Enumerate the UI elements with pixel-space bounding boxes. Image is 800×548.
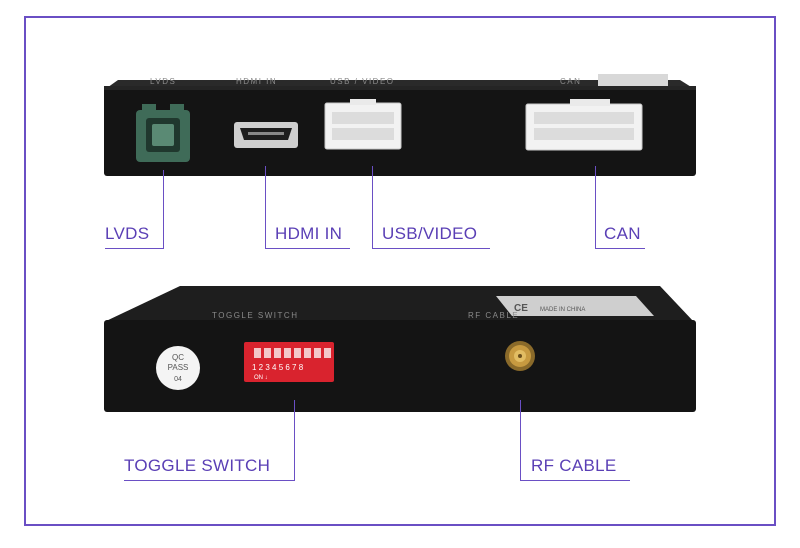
top-print-usb: USB / VIDEO bbox=[330, 77, 395, 86]
usb-video-connector bbox=[324, 99, 402, 150]
rf-sma-connector bbox=[505, 341, 535, 371]
hdmi-leader-line bbox=[265, 166, 266, 248]
hdmi-underline bbox=[265, 248, 350, 249]
hdmi-callout: HDMI IN bbox=[275, 224, 343, 243]
ce-mark: CE bbox=[514, 303, 528, 314]
ce-label bbox=[496, 296, 654, 316]
usb-callout: USB/VIDEO bbox=[382, 224, 478, 243]
top-print-can: CAN bbox=[560, 77, 581, 86]
lvds-leader-line bbox=[163, 170, 164, 248]
top-print-lvds: LVDS bbox=[150, 77, 176, 86]
toggle-underline bbox=[124, 480, 295, 481]
dip-numbers: 1 2 3 4 5 6 7 8 bbox=[252, 363, 304, 372]
qc-line1: QC bbox=[172, 353, 184, 362]
toggle-callout: TOGGLE SWITCH bbox=[124, 456, 271, 475]
toggle-leader-line bbox=[294, 400, 295, 480]
usb-leader-line bbox=[372, 166, 373, 248]
bottom-unit: CE MADE IN CHINA TOGGLE SWITCH RF CABLE … bbox=[104, 286, 696, 412]
can-underline bbox=[595, 248, 645, 249]
qc-line3: 04 bbox=[174, 376, 182, 383]
bottom-print-toggle: TOGGLE SWITCH bbox=[212, 311, 298, 320]
rf-underline bbox=[520, 480, 630, 481]
rf-callout: RF CABLE bbox=[531, 456, 617, 475]
rf-leader-line bbox=[520, 400, 521, 480]
can-leader-line bbox=[595, 166, 596, 248]
lvds-connector bbox=[136, 104, 190, 162]
top-print-hdmi: HDMI IN bbox=[236, 77, 277, 86]
can-callout: CAN bbox=[604, 224, 641, 243]
ce-text: MADE IN CHINA bbox=[540, 307, 585, 313]
can-connector bbox=[525, 99, 643, 151]
lvds-callout: LVDS bbox=[105, 224, 150, 243]
bottom-print-rf: RF CABLE bbox=[468, 311, 519, 320]
border-frame bbox=[24, 16, 776, 526]
usb-underline bbox=[372, 248, 490, 249]
qc-line2: PASS bbox=[168, 363, 189, 372]
lvds-underline bbox=[105, 248, 164, 249]
dip-switch: 1 2 3 4 5 6 7 8 ON ↓ bbox=[244, 342, 334, 382]
qc-pass-sticker: QC PASS 04 bbox=[156, 346, 200, 390]
top-label-sticker bbox=[598, 74, 668, 86]
hdmi-connector bbox=[234, 122, 298, 148]
dip-on-label: ON ↓ bbox=[254, 375, 268, 381]
top-unit: LVDS HDMI IN USB / VIDEO CAN bbox=[104, 74, 696, 176]
